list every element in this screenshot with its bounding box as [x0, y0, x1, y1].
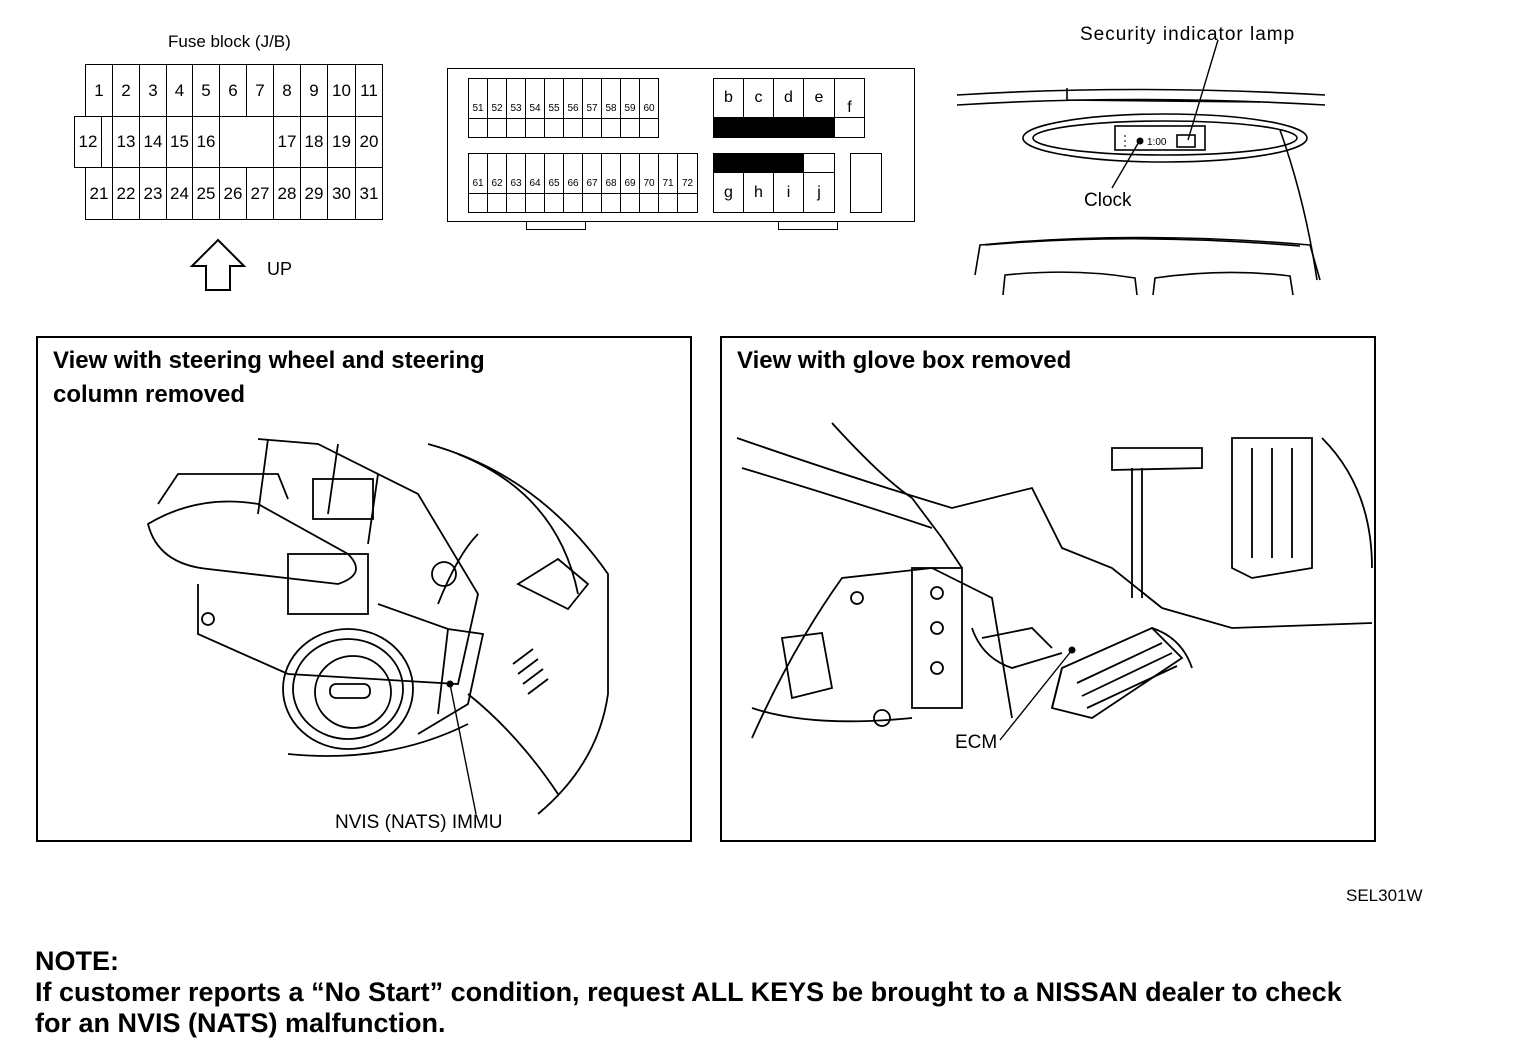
- relay-cell: c: [743, 78, 774, 118]
- fuse-cell: 20: [355, 116, 383, 168]
- fuse-cell: 13: [112, 116, 140, 168]
- fuse-cell: 18: [300, 116, 328, 168]
- relay-cell: i: [773, 172, 804, 213]
- fuse-cell: 17: [273, 116, 301, 168]
- fuse-cell: 1: [85, 64, 113, 117]
- fuse-cell: 57: [582, 78, 602, 138]
- fuse-cell: 19: [327, 116, 356, 168]
- fuse-cell: 29: [300, 167, 328, 220]
- dashboard-drawing: [956, 88, 1326, 296]
- relay-box-tab: [526, 221, 586, 230]
- up-label: UP: [267, 259, 293, 279]
- relay-cell: b: [713, 78, 744, 118]
- fuse-cell: 51: [468, 78, 488, 138]
- relay-box-tab: [778, 221, 838, 230]
- fuse-cell: 68: [601, 153, 621, 213]
- figure-code: SEL301W: [1346, 886, 1423, 905]
- relay-cell: g: [713, 172, 744, 213]
- relay-cell: j: [803, 172, 835, 213]
- fuse-cell: 26: [219, 167, 247, 220]
- fuse-cell: 30: [327, 167, 356, 220]
- fuse-cell: 64: [525, 153, 545, 213]
- security-lamp-label: Security indicator lamp: [1080, 24, 1296, 45]
- fuse-cell: 61: [468, 153, 488, 213]
- note-line-2: for an NVIS (NATS) malfunction.: [35, 1008, 446, 1038]
- fuse-cell: 66: [563, 153, 583, 213]
- fuse-cell: 58: [601, 78, 621, 138]
- divider: [468, 118, 659, 119]
- fuse-cell: 67: [582, 153, 602, 213]
- steering-column-panel: View with steering wheel and steering co…: [36, 336, 692, 842]
- fuse-cell: 12: [74, 116, 102, 168]
- fuse-cell: 15: [166, 116, 193, 168]
- relay-cell: f: [834, 78, 865, 138]
- fuse-cell: 5: [192, 64, 220, 117]
- fuse-cell: 53: [506, 78, 526, 138]
- relay-cell: d: [773, 78, 804, 118]
- fuse-block-title: Fuse block (J/B): [168, 32, 291, 51]
- fuse-cell: 52: [487, 78, 507, 138]
- fuse-cell: 23: [139, 167, 167, 220]
- fuse-cell: 27: [246, 167, 274, 220]
- panel-title: View with glove box removed: [737, 347, 1072, 374]
- clock-display: 1:00: [1147, 137, 1167, 148]
- fuse-cell: 9: [300, 64, 328, 117]
- relay-cell: h: [743, 172, 774, 213]
- fuse-cell: 10: [327, 64, 356, 117]
- fuse-cell: 71: [658, 153, 678, 213]
- fuse-cell: 3: [139, 64, 167, 117]
- fuse-cell: 24: [166, 167, 193, 220]
- steering-column-drawing: [146, 438, 609, 815]
- fuse-cell: 72: [677, 153, 698, 213]
- fuse-cell: 62: [487, 153, 507, 213]
- glove-box-drawing: [736, 422, 1373, 741]
- relay-slot: [803, 153, 835, 173]
- fuse-cell: 69: [620, 153, 640, 213]
- fuse-cell: 59: [620, 78, 640, 138]
- fuse-cell: 8: [273, 64, 301, 117]
- filled-bar: [713, 117, 835, 138]
- ecm-label: ECM: [955, 732, 998, 753]
- fuse-cell: 31: [355, 167, 383, 220]
- divider: [468, 193, 698, 194]
- panel-title: column removed: [53, 381, 246, 408]
- relay-box-outline: [447, 68, 915, 222]
- fuse-cell: 25: [192, 167, 220, 220]
- immu-label: NVIS (NATS) IMMU: [335, 812, 503, 833]
- fuse-cell: 16: [192, 116, 220, 168]
- note-heading: NOTE:: [35, 946, 119, 976]
- fuse-cell: 14: [139, 116, 167, 168]
- fuse-cell: 21: [85, 167, 113, 220]
- fuse-cell: 55: [544, 78, 564, 138]
- fuse-cell: 7: [246, 64, 274, 117]
- fuse-cell: 56: [563, 78, 583, 138]
- fuse-cell: 28: [273, 167, 301, 220]
- fuse-cell: 60: [639, 78, 659, 138]
- note-line-1: If customer reports a “No Start” conditi…: [35, 977, 1342, 1007]
- fuse-cell: 65: [544, 153, 564, 213]
- relay-slot: [850, 153, 882, 213]
- leader-lines: [1111, 39, 1219, 189]
- fuse-cell: 22: [112, 167, 140, 220]
- panel-title: View with steering wheel and steering: [53, 347, 485, 374]
- fuse-cell: 4: [166, 64, 193, 117]
- clock-label: Clock: [1084, 190, 1132, 211]
- fuse-cell: 11: [355, 64, 383, 117]
- divider: [834, 117, 865, 118]
- glove-box-panel: View with glove box removed: [720, 336, 1376, 842]
- fuse-cell: 70: [639, 153, 659, 213]
- relay-cell: e: [803, 78, 835, 118]
- up-arrow-icon: [189, 238, 247, 291]
- fuse-cell: 54: [525, 78, 545, 138]
- filled-bar: [713, 153, 804, 173]
- fuse-cell: 6: [219, 64, 247, 117]
- fuse-cell: 2: [112, 64, 140, 117]
- fuse-cell: 63: [506, 153, 526, 213]
